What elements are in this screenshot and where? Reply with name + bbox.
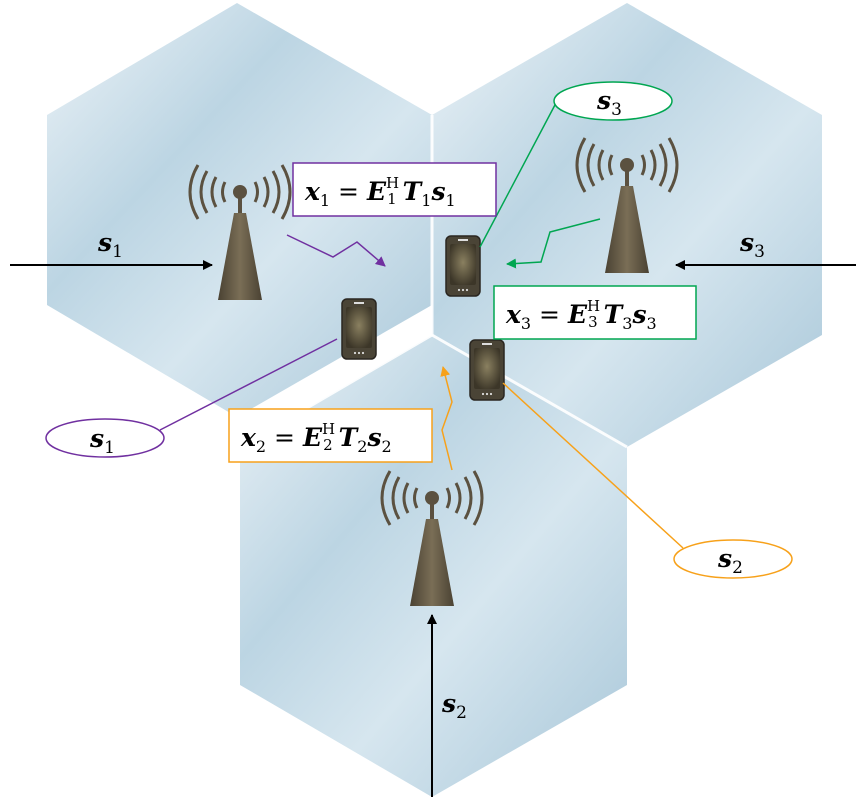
user-label-s2: s2 [673,539,793,579]
symbol: s [717,544,732,573]
input-label-s2: s2 [441,689,467,723]
mobile-phone-icon [445,235,481,297]
index: 2 [732,558,743,578]
index: 3 [611,100,622,120]
leader-line-s1 [159,338,338,431]
svg-text:s1: s1 [89,424,115,458]
input-label-s3: s3 [739,228,765,262]
input-label-s1: s1 [97,228,123,262]
symbol: s [596,86,611,115]
link-cell-1 [286,234,386,267]
leader-line-s3 [479,102,557,248]
mobile-phone-icon [469,339,505,401]
user-label-s3: s3 [553,81,673,121]
svg-text:s2: s2 [717,544,743,578]
link-cell-3 [506,218,601,269]
user-label-s1: s1 [45,418,165,458]
mobile-phone-icon [341,298,377,360]
symbol: s [89,424,104,453]
index: 1 [104,438,115,458]
leader-line-s2 [502,382,684,549]
link-cell-2 [440,366,453,471]
svg-text:s3: s3 [596,86,622,120]
